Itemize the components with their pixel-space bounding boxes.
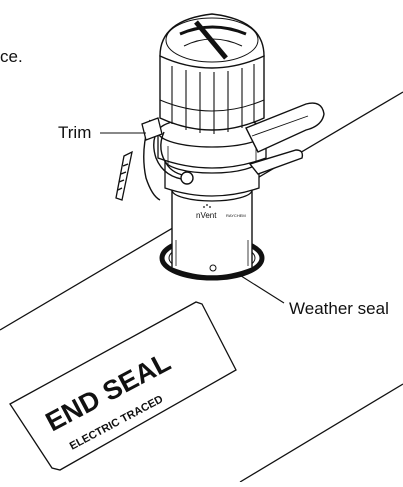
end-seal-sticker: END SEAL ELECTRIC TRACED (9, 301, 237, 471)
brand-sub-logo: RAYCHEM (226, 213, 246, 218)
trim-tool (115, 150, 133, 201)
caption-fragment: ce. (0, 47, 23, 66)
brand-logo: nVent (196, 211, 217, 220)
cap-body (159, 55, 265, 134)
latch-lever (245, 102, 325, 175)
leader-lines (100, 132, 285, 304)
trim-label: Trim (58, 123, 92, 142)
drain-hole (209, 264, 217, 272)
weather-seal-leader (237, 273, 285, 304)
pipe-bottom-edge (239, 383, 403, 483)
cap-dome (159, 13, 265, 69)
trim-tag (141, 117, 163, 141)
weather-seal-label: Weather seal (289, 299, 389, 318)
